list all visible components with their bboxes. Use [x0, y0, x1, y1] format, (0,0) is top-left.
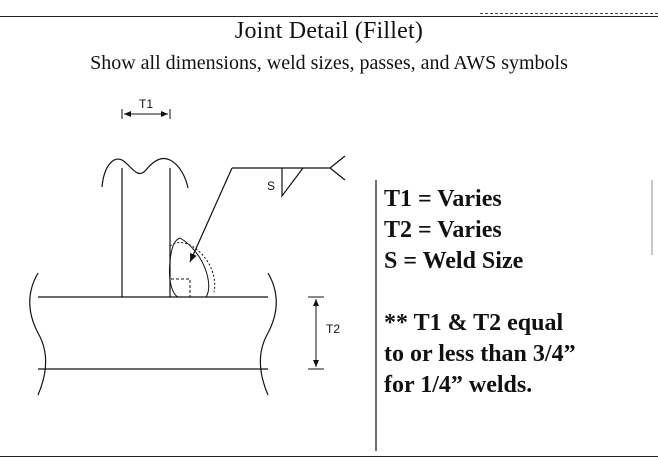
t1-dimension: T1: [121, 97, 171, 119]
diagram-subtitle: Show all dimensions, weld sizes, passes,…: [90, 52, 568, 74]
note-t1: T1 = Varies: [384, 186, 502, 212]
note-t2: T2 = Varies: [384, 217, 502, 243]
weld-size-label: S: [267, 179, 275, 193]
note-line-1: ** T1 & T2 equal: [384, 310, 564, 336]
t1-label: T1: [139, 97, 153, 111]
horizontal-plate: [29, 272, 277, 396]
notes-block: T1 = Varies T2 = Varies S = Weld Size **…: [384, 184, 576, 401]
note-line-3: for 1/4” welds.: [384, 372, 533, 398]
note-weld-size: S = Weld Size: [384, 248, 524, 274]
notes-spacer: [384, 277, 576, 308]
top-dashed-border: [480, 13, 658, 14]
aws-weld-symbol: [189, 155, 346, 263]
note-line-2: to or less than 3/4”: [384, 341, 576, 367]
bottom-border-line: [0, 456, 658, 457]
top-border-line: [0, 16, 658, 17]
diagram-title: Joint Detail (Fillet): [234, 18, 424, 44]
t2-dimension: T2: [308, 296, 340, 370]
t2-label: T2: [326, 322, 340, 336]
vertical-plate: [101, 157, 189, 297]
fillet-weld: [169, 237, 216, 298]
